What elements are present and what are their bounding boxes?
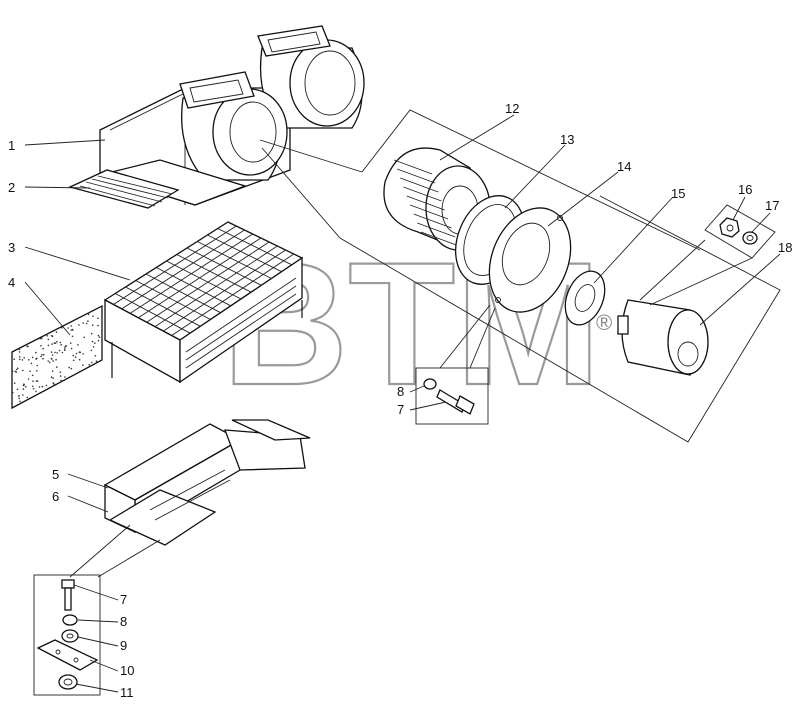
callout-12: 12 <box>505 101 519 116</box>
filter-pad <box>68 169 180 209</box>
callout-1: 1 <box>8 138 15 153</box>
callout-13: 13 <box>560 132 574 147</box>
cover-plate <box>488 207 572 313</box>
flange <box>564 270 606 326</box>
mounting-bracket <box>103 419 311 546</box>
callout-7-upper: 7 <box>397 402 404 417</box>
callout-11: 11 <box>120 685 134 700</box>
callout-10: 10 <box>120 663 134 678</box>
blower-motor <box>617 299 709 376</box>
bolt-inset-lower <box>33 574 101 696</box>
callout-16: 16 <box>738 182 752 197</box>
callout-9: 9 <box>120 638 127 653</box>
felt-panel <box>11 304 103 410</box>
heater-housing <box>97 25 365 206</box>
callout-8-upper: 8 <box>397 384 404 399</box>
callout-3: 3 <box>8 240 15 255</box>
bolt-inset-upper <box>415 367 489 425</box>
callout-5: 5 <box>52 467 59 482</box>
leader-lines <box>24 114 781 693</box>
watermark-registered-mark: ® <box>596 310 612 335</box>
radiator-core <box>103 221 304 384</box>
callout-17: 17 <box>765 198 779 213</box>
callout-labels: 1 2 3 4 5 6 7 8 9 10 11 12 13 14 15 16 1… <box>8 101 792 700</box>
callout-7-lower: 7 <box>120 592 127 607</box>
callout-18: 18 <box>778 240 792 255</box>
nut-inset <box>704 204 776 259</box>
callout-6: 6 <box>52 489 59 504</box>
callout-15: 15 <box>671 186 685 201</box>
callout-8-lower: 8 <box>120 614 127 629</box>
callout-2: 2 <box>8 180 15 195</box>
callout-4: 4 <box>8 275 15 290</box>
callout-14: 14 <box>617 159 631 174</box>
assembly-lines <box>69 109 781 578</box>
